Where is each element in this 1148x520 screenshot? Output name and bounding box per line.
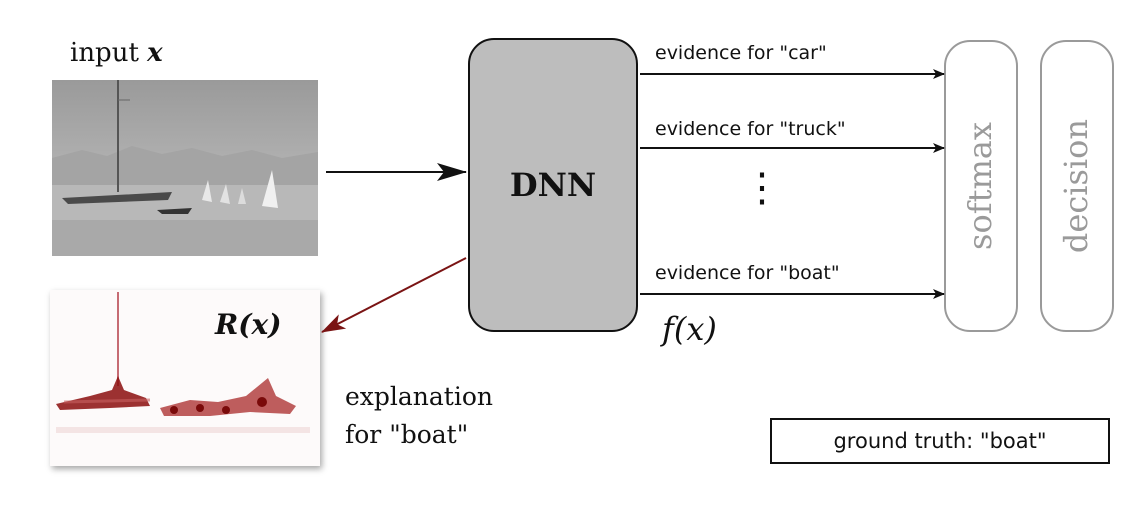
explanation-line-1: explanation xyxy=(345,382,493,411)
input-label-var: x xyxy=(147,38,163,68)
evidence-label-truck: evidence for "truck" xyxy=(655,118,846,140)
heatmap-graphic xyxy=(56,292,310,433)
input-image xyxy=(52,80,318,256)
evidence-label-car: evidence for "car" xyxy=(655,42,827,64)
evidence-label-boat: evidence for "boat" xyxy=(655,262,840,284)
decision-box xyxy=(1040,40,1114,332)
ground-truth-box: ground truth: "boat" xyxy=(770,418,1110,464)
relevance-heatmap xyxy=(50,290,320,466)
ellipsis: ⋮ xyxy=(742,165,782,211)
softmax-box xyxy=(944,40,1018,332)
dnn-to-explanation-arrow xyxy=(321,257,467,333)
relevance-label: R(x) xyxy=(215,308,282,341)
explanation-text: explanation for "boat" xyxy=(345,378,493,454)
explanation-line-2: for "boat" xyxy=(345,420,469,449)
output-label: f(x) xyxy=(662,310,717,348)
input-label: input x xyxy=(70,38,163,68)
dnn-box xyxy=(468,38,638,332)
dnn-label: DNN xyxy=(509,166,597,204)
input-label-text: input xyxy=(70,38,148,68)
